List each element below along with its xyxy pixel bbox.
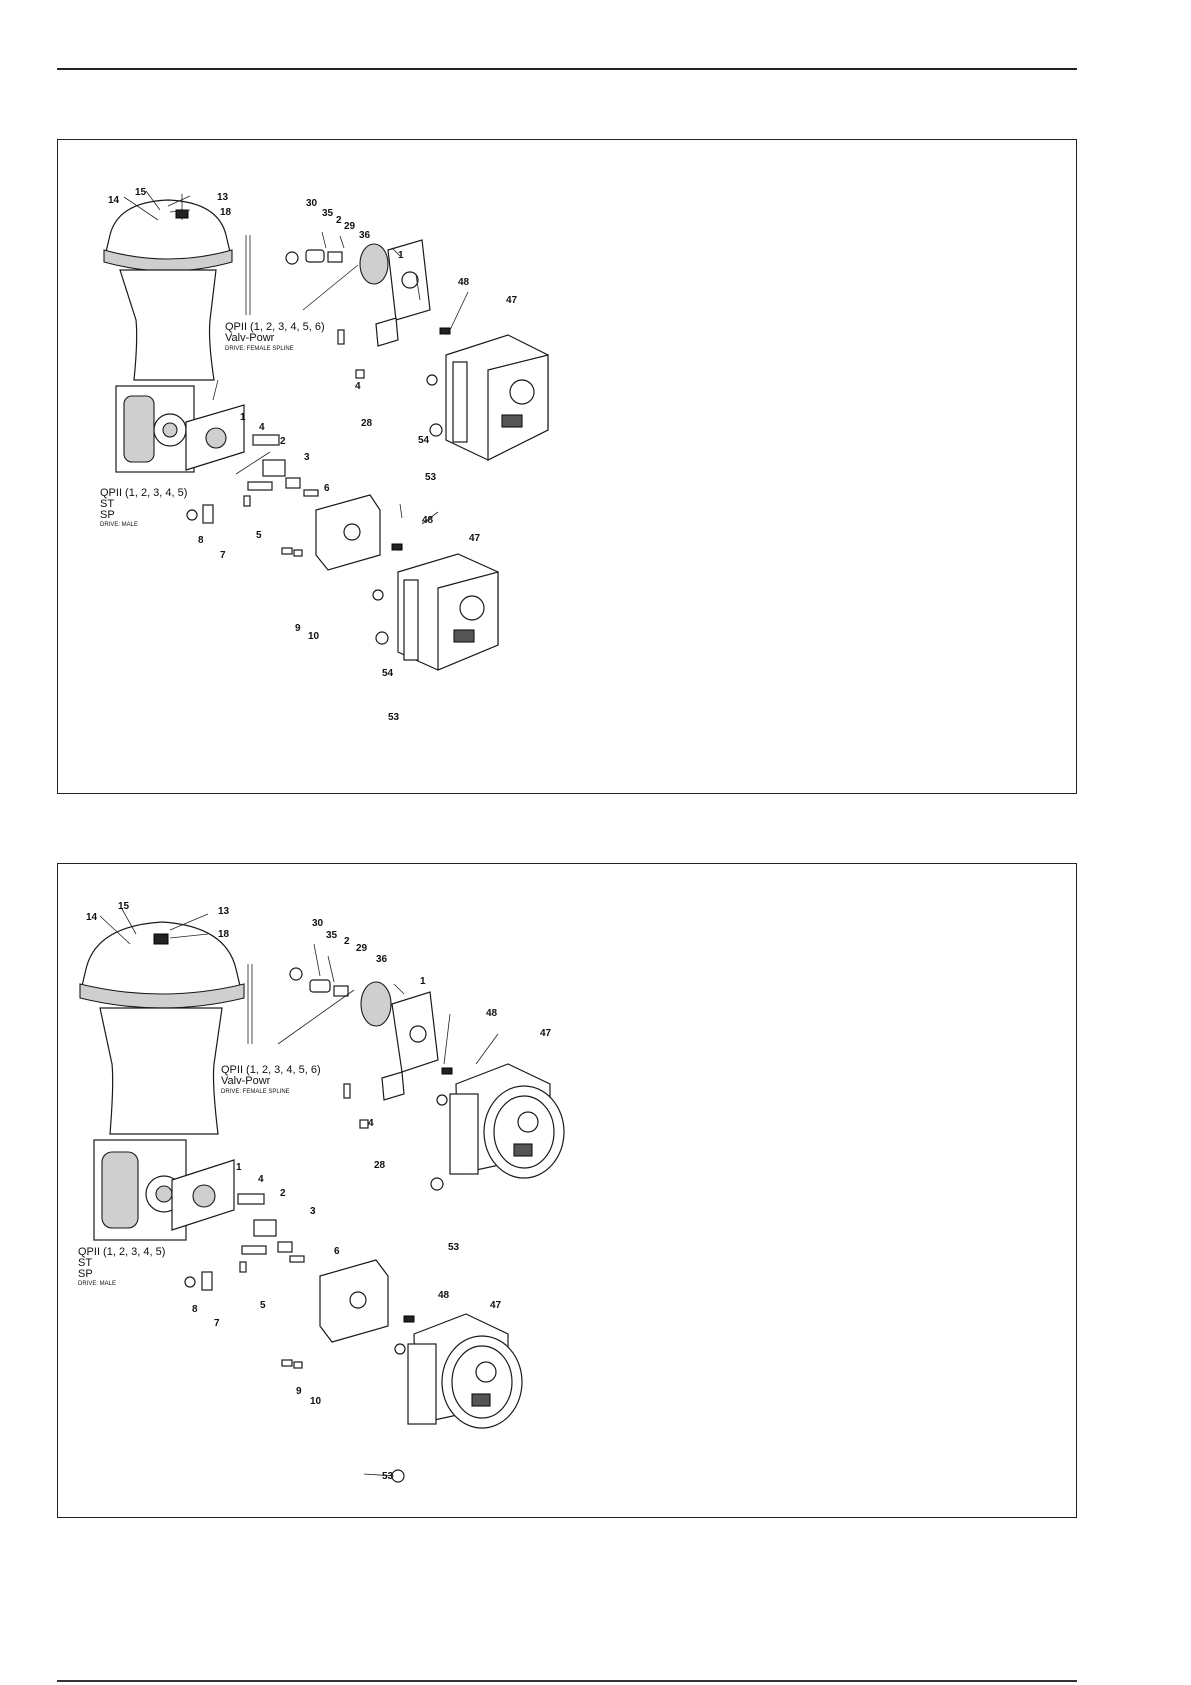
leader-lines	[99, 908, 499, 1477]
label-1b: 1	[236, 1162, 242, 1173]
label-47: 47	[540, 1028, 552, 1039]
label-30: 30	[306, 198, 318, 209]
valv-powr-caption: QPII (1, 2, 3, 4, 5, 6) Valv-Powr DRIVE:…	[221, 1064, 321, 1095]
svg-text:DRIVE: FEMALE SPLINE: DRIVE: FEMALE SPLINE	[221, 1089, 290, 1095]
label-9b: 9	[295, 623, 301, 634]
label-1: 1	[420, 976, 426, 987]
label-48: 48	[458, 277, 470, 288]
svg-text:QPII (1, 2, 3, 4, 5): QPII (1, 2, 3, 4, 5)	[78, 1246, 165, 1258]
label-48b: 48	[438, 1290, 450, 1301]
valv-powr-hardware	[289, 967, 439, 1129]
label-3b: 3	[304, 452, 310, 463]
svg-text:SP: SP	[100, 509, 115, 521]
label-7b: 7	[220, 550, 226, 561]
label-29: 29	[344, 221, 356, 232]
positioner-lower	[372, 543, 499, 671]
actuator-body	[103, 194, 233, 473]
label-35: 35	[322, 208, 334, 219]
label-48b: 48	[422, 515, 434, 526]
figure-a-frame: 14 15 13 18 30 35 2 29 36 1 48 47 4 28 5…	[57, 139, 1077, 794]
label-28: 28	[361, 418, 373, 429]
figure-b-drawing: 14 15 13 18 30 35 2 29 36 1 48 47 4 28 5…	[78, 901, 565, 1483]
label-4: 4	[368, 1118, 374, 1129]
label-29: 29	[356, 943, 368, 954]
label-53: 53	[448, 1242, 460, 1253]
positioner-upper	[426, 327, 549, 461]
label-30: 30	[312, 918, 324, 929]
header-rule	[57, 68, 1077, 70]
label-36: 36	[376, 954, 388, 965]
valv-powr-hardware	[285, 239, 431, 379]
svg-text:DRIVE: MALE: DRIVE: MALE	[78, 1281, 116, 1287]
label-8b: 8	[192, 1304, 198, 1315]
label-6b: 6	[334, 1246, 340, 1257]
label-13: 13	[217, 192, 229, 203]
label-1: 1	[398, 250, 404, 261]
label-18: 18	[220, 207, 232, 218]
label-2: 2	[344, 936, 350, 947]
label-53b: 53	[382, 1471, 394, 1482]
label-14: 14	[108, 195, 120, 206]
label-10b: 10	[308, 631, 320, 642]
valv-powr-caption: QPII (1, 2, 3, 4, 5, 6) Valv-Powr DRIVE:…	[225, 321, 325, 352]
svg-text:Valv-Powr: Valv-Powr	[225, 332, 275, 344]
label-18: 18	[218, 929, 230, 940]
label-54: 54	[418, 435, 430, 446]
label-13: 13	[218, 906, 230, 917]
svg-text:DRIVE: FEMALE SPLINE: DRIVE: FEMALE SPLINE	[225, 346, 294, 352]
svg-text:QPII (1, 2, 3, 4, 5, 6): QPII (1, 2, 3, 4, 5, 6)	[221, 1064, 321, 1076]
part-labels: 14 15 13 18 30 35 2 29 36 1 48 47 4 28 5…	[108, 187, 518, 723]
leader-lines	[123, 190, 469, 525]
label-54b: 54	[382, 668, 394, 679]
label-28: 28	[374, 1160, 386, 1171]
label-48: 48	[486, 1008, 498, 1019]
label-47b: 47	[469, 533, 481, 544]
st-sp-hardware	[171, 1159, 305, 1291]
svg-text:ST: ST	[100, 498, 114, 510]
label-2b: 2	[280, 1188, 286, 1199]
label-47b: 47	[490, 1300, 502, 1311]
label-8b: 8	[198, 535, 204, 546]
label-1b: 1	[240, 412, 246, 423]
svg-text:Valv-Powr: Valv-Powr	[221, 1075, 271, 1087]
svg-text:QPII (1, 2, 3, 4, 5, 6): QPII (1, 2, 3, 4, 5, 6)	[225, 321, 325, 333]
st-sp-caption: QPII (1, 2, 3, 4, 5) ST SP DRIVE: MALE	[78, 1246, 165, 1287]
label-10b: 10	[310, 1396, 322, 1407]
label-3b: 3	[310, 1206, 316, 1217]
figure-a-drawing: 14 15 13 18 30 35 2 29 36 1 48 47 4 28 5…	[100, 187, 549, 723]
label-35: 35	[326, 930, 338, 941]
label-53: 53	[425, 472, 437, 483]
label-4b: 4	[259, 422, 265, 433]
label-14: 14	[86, 912, 98, 923]
st-sp-caption: QPII (1, 2, 3, 4, 5) ST SP DRIVE: MALE	[100, 487, 187, 528]
figure-b-frame: 14 15 13 18 30 35 2 29 36 1 48 47 4 28 5…	[57, 863, 1077, 1518]
svg-text:QPII (1, 2, 3, 4, 5): QPII (1, 2, 3, 4, 5)	[100, 487, 187, 499]
label-15: 15	[135, 187, 147, 198]
label-53b: 53	[388, 712, 400, 723]
st-sp-hardware	[185, 404, 319, 524]
svg-text:DRIVE: MALE: DRIVE: MALE	[100, 522, 138, 528]
label-2: 2	[336, 215, 342, 226]
label-4b: 4	[258, 1174, 264, 1185]
svg-text:ST: ST	[78, 1257, 92, 1269]
label-15: 15	[118, 901, 130, 912]
label-47: 47	[506, 295, 518, 306]
label-9b: 9	[296, 1386, 302, 1397]
label-5b: 5	[256, 530, 262, 541]
label-6b: 6	[324, 483, 330, 494]
footer-rule	[57, 1680, 1077, 1682]
svg-text:SP: SP	[78, 1268, 93, 1280]
label-5b: 5	[260, 1300, 266, 1311]
positioner-upper	[430, 1063, 565, 1191]
label-7b: 7	[214, 1318, 220, 1329]
label-2b: 2	[280, 436, 286, 447]
label-4: 4	[355, 381, 361, 392]
positioner-lower	[391, 1313, 523, 1483]
label-36: 36	[359, 230, 371, 241]
part-labels: 14 15 13 18 30 35 2 29 36 1 48 47 4 28 5…	[86, 901, 552, 1482]
